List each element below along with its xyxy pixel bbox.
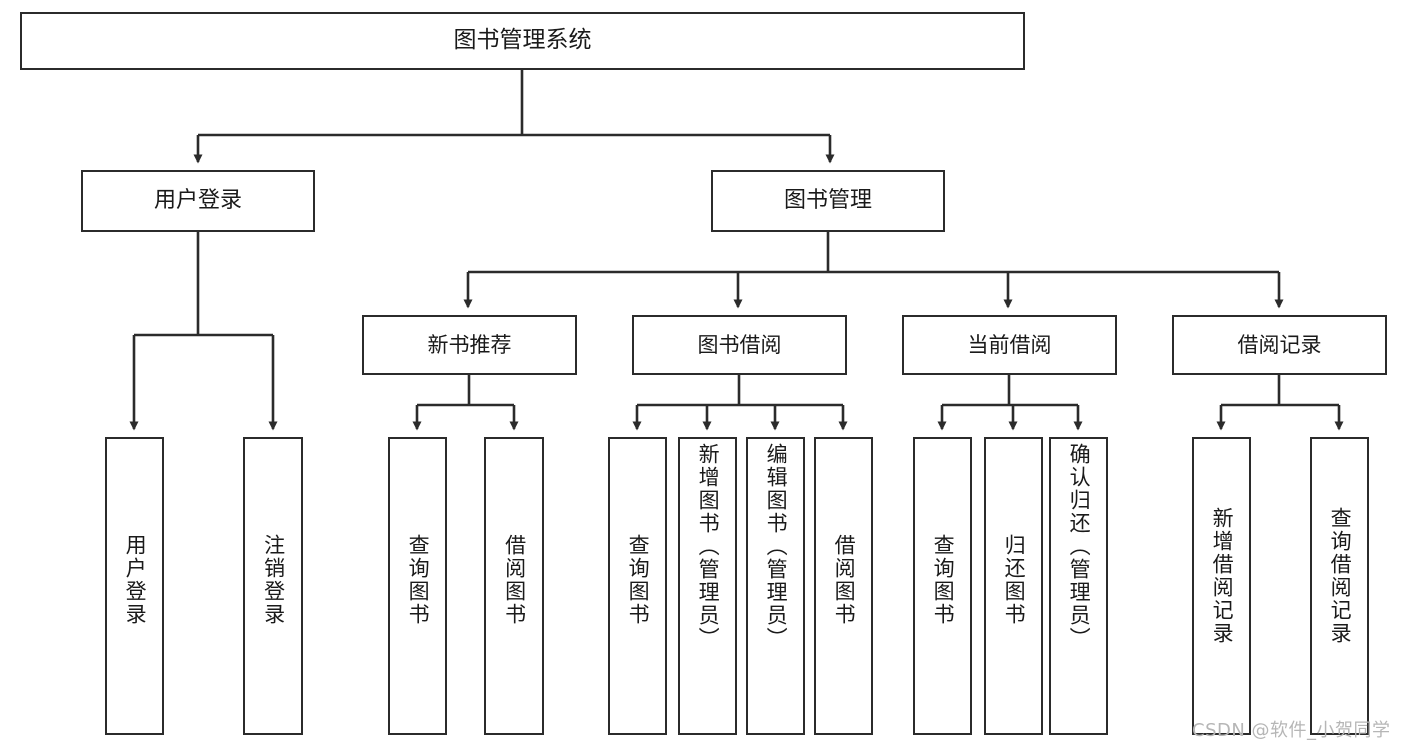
node-leaf-add-record[interactable]: 新增借阅记录 bbox=[1192, 437, 1251, 735]
node-leaf-confirm-return-label: 确认归还（管理员） bbox=[1067, 443, 1092, 650]
edges-book-manage-to-level3 bbox=[463, 232, 1284, 309]
node-new-book-recommend[interactable]: 新书推荐 bbox=[362, 315, 577, 375]
node-leaf-borrow-book-2-label: 借阅图书 bbox=[832, 534, 857, 626]
node-leaf-user-logout-label: 注销登录 bbox=[261, 534, 286, 626]
node-leaf-borrow-book-1-label: 借阅图书 bbox=[502, 534, 527, 626]
edges-user-login-to-leaves bbox=[129, 232, 278, 431]
node-leaf-confirm-return[interactable]: 确认归还（管理员） bbox=[1049, 437, 1108, 735]
node-borrow-record-label: 借阅记录 bbox=[1237, 332, 1322, 357]
node-leaf-add-book[interactable]: 新增图书（管理员） bbox=[678, 437, 737, 735]
csdn-watermark: CSDN @软件_小贺同学 bbox=[1192, 720, 1391, 741]
node-leaf-query-record-label: 查询借阅记录 bbox=[1328, 507, 1353, 645]
node-new-book-recommend-label: 新书推荐 bbox=[427, 332, 512, 357]
edges-book-borrow-to-leaves bbox=[632, 375, 848, 431]
edges-new-book-recommend-to-leaves bbox=[412, 375, 519, 431]
node-root[interactable]: 图书管理系统 bbox=[20, 12, 1025, 70]
node-leaf-query-book-3[interactable]: 查询图书 bbox=[913, 437, 972, 735]
node-book-manage[interactable]: 图书管理 bbox=[711, 170, 945, 232]
node-book-borrow-label: 图书借阅 bbox=[697, 332, 782, 357]
node-leaf-query-book-1[interactable]: 查询图书 bbox=[388, 437, 447, 735]
edges-current-borrow-to-leaves bbox=[937, 375, 1083, 431]
node-leaf-return-book[interactable]: 归还图书 bbox=[984, 437, 1043, 735]
node-leaf-query-book-1-label: 查询图书 bbox=[406, 534, 431, 626]
node-leaf-add-book-label: 新增图书（管理员） bbox=[696, 443, 721, 650]
node-current-borrow-label: 当前借阅 bbox=[967, 332, 1052, 357]
node-user-login[interactable]: 用户登录 bbox=[81, 170, 315, 232]
node-leaf-query-book-2-label: 查询图书 bbox=[626, 534, 651, 626]
node-user-login-label: 用户登录 bbox=[153, 188, 242, 214]
node-leaf-edit-book[interactable]: 编辑图书（管理员） bbox=[746, 437, 805, 735]
node-leaf-query-book-3-label: 查询图书 bbox=[931, 534, 956, 626]
node-leaf-query-record[interactable]: 查询借阅记录 bbox=[1310, 437, 1369, 735]
node-current-borrow[interactable]: 当前借阅 bbox=[902, 315, 1117, 375]
node-borrow-record[interactable]: 借阅记录 bbox=[1172, 315, 1387, 375]
node-book-borrow[interactable]: 图书借阅 bbox=[632, 315, 847, 375]
node-root-label: 图书管理系统 bbox=[453, 27, 592, 54]
node-leaf-return-book-label: 归还图书 bbox=[1002, 534, 1027, 626]
node-leaf-user-login[interactable]: 用户登录 bbox=[105, 437, 164, 735]
node-leaf-query-book-2[interactable]: 查询图书 bbox=[608, 437, 667, 735]
node-leaf-borrow-book-1[interactable]: 借阅图书 bbox=[484, 437, 544, 735]
edges-root-to-level2 bbox=[193, 70, 835, 164]
node-book-manage-label: 图书管理 bbox=[783, 188, 872, 214]
node-leaf-user-login-label: 用户登录 bbox=[123, 534, 148, 626]
node-leaf-add-record-label: 新增借阅记录 bbox=[1210, 507, 1235, 645]
node-leaf-edit-book-label: 编辑图书（管理员） bbox=[764, 443, 789, 650]
edges-borrow-record-to-leaves bbox=[1216, 375, 1344, 431]
node-leaf-borrow-book-2[interactable]: 借阅图书 bbox=[814, 437, 873, 735]
node-leaf-user-logout[interactable]: 注销登录 bbox=[243, 437, 303, 735]
